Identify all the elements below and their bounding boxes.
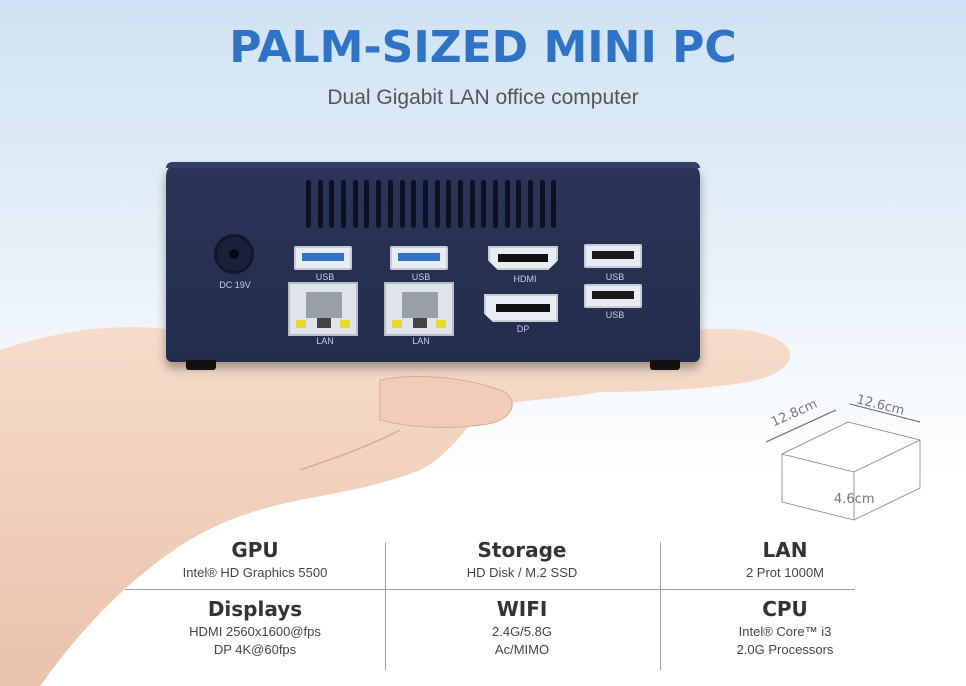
vent-slot — [434, 180, 440, 228]
usb-port-black-2 — [584, 284, 642, 308]
mini-pc-device: DC 19V USB USB LAN LAN HDMI DP USB USB — [166, 162, 700, 370]
lan-socket — [306, 292, 342, 318]
vent-slot — [539, 180, 545, 228]
spec-line: 2.4G/5.8G — [492, 624, 552, 639]
vent-slot — [493, 180, 498, 228]
spec-line: HD Disk / M.2 SSD — [466, 565, 578, 580]
dc-power-jack — [214, 234, 254, 274]
vent-slot — [481, 180, 487, 228]
lan-notch — [317, 318, 331, 328]
vent-slot — [469, 180, 475, 228]
usb-label: USB — [605, 310, 625, 320]
page-subtitle: Dual Gigabit LAN office computer — [327, 86, 639, 109]
usb-port-blue-1 — [294, 246, 352, 270]
vent-slot — [422, 180, 428, 228]
hdmi-port — [488, 246, 558, 270]
box-outline-icon — [765, 403, 921, 521]
lan-label: LAN — [316, 336, 334, 346]
spec-title: WIFI — [496, 597, 548, 621]
vent-slot — [504, 180, 510, 228]
vent-slot — [411, 180, 417, 228]
lan-led — [392, 320, 402, 328]
usb-tongue — [592, 291, 634, 299]
spec-line: HDMI 2560x1600@fps — [189, 624, 321, 639]
spec-cpu: CPU Intel® Core™ i3 2.0G Processors — [660, 597, 910, 657]
lan-led — [296, 320, 306, 328]
vent-slot — [317, 180, 323, 228]
usb-label: USB — [605, 272, 625, 282]
usb-tongue — [592, 251, 634, 259]
vent-slot — [376, 180, 382, 228]
vent-slot — [329, 180, 335, 228]
spec-line: Ac/MIMO — [494, 642, 550, 657]
lan-socket — [402, 292, 438, 318]
usb-label: USB — [315, 272, 335, 282]
lan-led — [436, 320, 446, 328]
spec-title: Storage — [477, 538, 567, 562]
page-title: PALM-SIZED MINI PC — [229, 22, 737, 73]
spec-divider — [125, 589, 855, 590]
dp-label: DP — [516, 324, 530, 334]
spec-line: 2 Prot 1000M — [745, 565, 825, 580]
dimension-height: 4.6cm — [834, 492, 875, 507]
spec-line: Intel® Core™ i3 — [738, 624, 832, 639]
device-top-edge — [166, 162, 700, 168]
vent-grille — [306, 180, 568, 228]
vent-slot — [364, 180, 370, 228]
vent-slot — [551, 180, 557, 228]
spec-title: GPU — [231, 538, 279, 562]
spec-line: DP 4K@60fps — [213, 642, 297, 657]
spec-storage: Storage HD Disk / M.2 SSD — [397, 538, 647, 580]
spec-title: LAN — [762, 538, 808, 562]
vent-slot — [528, 180, 534, 228]
device-foot — [186, 360, 216, 370]
usb-tongue — [398, 253, 440, 261]
spec-divider — [660, 542, 661, 670]
usb-tongue — [302, 253, 344, 261]
lan-notch — [413, 318, 427, 328]
spec-line: Intel® HD Graphics 5500 — [182, 565, 328, 580]
spec-divider — [385, 542, 386, 670]
vent-slot — [352, 180, 358, 228]
lan-led — [340, 320, 350, 328]
spec-displays: Displays HDMI 2560x1600@fps DP 4K@60fps — [130, 597, 380, 657]
hdmi-label: HDMI — [513, 274, 537, 284]
vent-slot — [341, 180, 347, 228]
device-foot — [650, 360, 680, 370]
spec-title: CPU — [762, 597, 808, 621]
vent-slot — [446, 180, 452, 228]
dimension-diagram: 12.8cm 12.6cm 4.6cm — [760, 392, 950, 522]
spec-title: Displays — [207, 597, 303, 621]
usb-port-black-1 — [584, 244, 642, 268]
spec-grid: GPU Intel® HD Graphics 5500 Storage HD D… — [115, 530, 865, 680]
hdmi-socket — [498, 254, 548, 262]
vent-slot — [306, 180, 311, 228]
usb-label: USB — [411, 272, 431, 282]
spec-lan: LAN 2 Prot 1000M — [660, 538, 910, 580]
spec-line: 2.0G Processors — [736, 642, 834, 657]
lan-port-1 — [288, 282, 358, 336]
dp-socket — [496, 304, 550, 312]
displayport-port — [484, 294, 558, 322]
vent-slot — [457, 180, 463, 228]
usb-port-blue-2 — [390, 246, 448, 270]
spec-wifi: WIFI 2.4G/5.8G Ac/MIMO — [397, 597, 647, 657]
vent-slot — [399, 180, 405, 228]
vent-slot — [387, 180, 393, 228]
vent-slot — [516, 180, 522, 228]
dc-label: DC 19V — [219, 280, 251, 290]
lan-port-2 — [384, 282, 454, 336]
lan-label: LAN — [412, 336, 430, 346]
spec-gpu: GPU Intel® HD Graphics 5500 — [130, 538, 380, 580]
